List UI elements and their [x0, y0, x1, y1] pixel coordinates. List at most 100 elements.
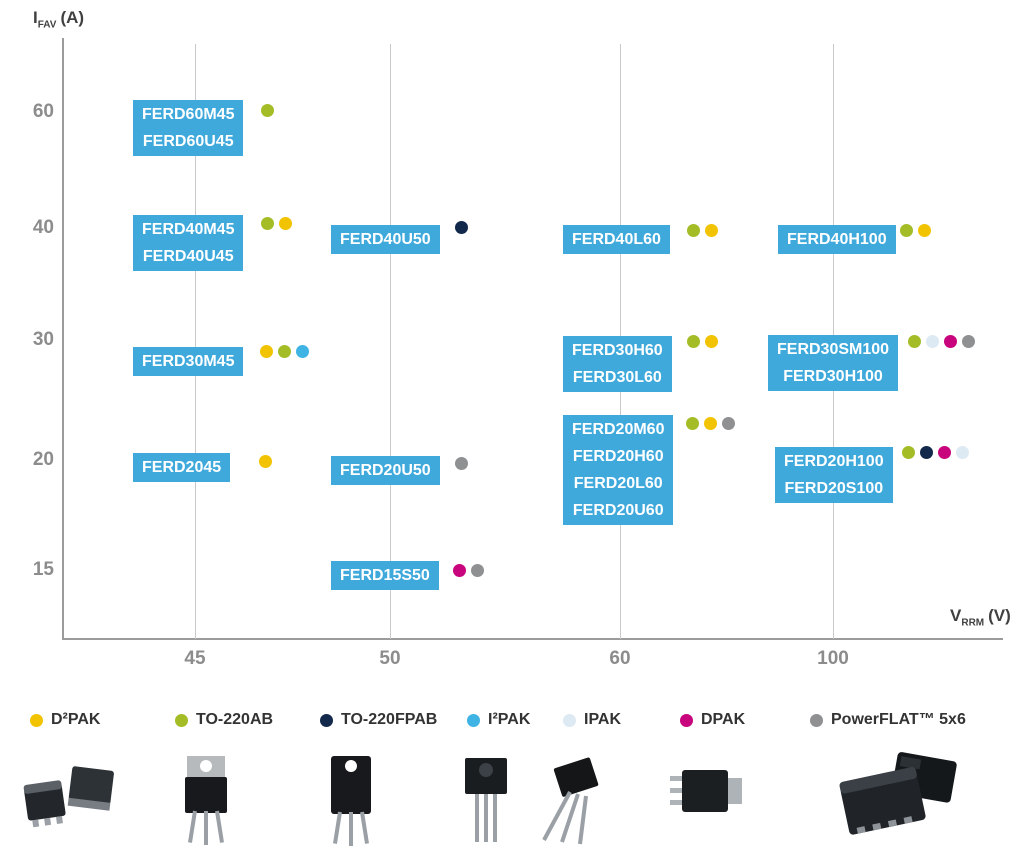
- package-dot-d2pak: [705, 335, 718, 348]
- product-name: FERD30L60: [572, 369, 662, 386]
- i2pak-image: [450, 752, 522, 852]
- y-axis-symbol: I: [33, 8, 38, 27]
- package-dot-d2pak: [705, 224, 718, 237]
- package-dot-to220ab: [261, 104, 274, 117]
- product-box-ferd30h60: FERD30H60 FERD30L60: [563, 336, 672, 392]
- product-box-ferd60m45: FERD60M45 FERD60U45: [133, 100, 244, 156]
- gridline-50: [390, 44, 391, 639]
- legend-item-i2pak: I²PAK: [467, 711, 530, 729]
- package-dot-to220fpab: [920, 446, 933, 459]
- package-dot-to220ab: [687, 335, 700, 348]
- package-dot-to220ab: [686, 417, 699, 430]
- package-dot-ipak: [956, 446, 969, 459]
- x-axis-line: [62, 638, 1003, 640]
- legend-item-dpak: DPAK: [680, 711, 745, 729]
- package-dots: [687, 335, 718, 348]
- product-name: FERD40M45: [142, 221, 235, 238]
- package-dot-to220ab: [278, 345, 291, 358]
- y-tick: 40: [32, 217, 54, 238]
- product-box-ferd30m45: FERD30M45: [133, 347, 244, 376]
- product-name: FERD40U50: [340, 231, 431, 248]
- package-dots: [908, 335, 975, 348]
- package-dots: [455, 457, 468, 470]
- x-axis-symbol: V: [950, 606, 962, 625]
- package-dot-to220ab: [908, 335, 921, 348]
- x-tick: 60: [609, 648, 631, 669]
- product-name: FERD20H60: [572, 448, 664, 465]
- legend-label: DPAK: [701, 711, 746, 728]
- package-dot-dpak: [938, 446, 951, 459]
- package-dot-powerflat: [455, 457, 468, 470]
- product-name: FERD30H60: [572, 342, 663, 359]
- legend-item-d2pak: D²PAK: [30, 711, 100, 729]
- package-dot-ipak: [926, 335, 939, 348]
- legend-label: PowerFLAT™ 5x6: [831, 711, 966, 728]
- legend-label: TO-220FPAB: [341, 711, 438, 728]
- y-tick: 30: [32, 329, 54, 350]
- package-dots: [686, 417, 735, 430]
- product-box-ferd30sm100: FERD30SM100 FERD30H100: [768, 335, 899, 391]
- product-name: FERD30SM100: [777, 341, 890, 358]
- x-axis-unit: (V): [988, 606, 1011, 625]
- package-dot-to220ab: [902, 446, 915, 459]
- legend-label: IPAK: [584, 711, 622, 728]
- product-name: FERD20S100: [784, 480, 884, 497]
- package-dot-ipak: [563, 713, 576, 727]
- package-dot-dpak: [680, 713, 693, 727]
- package-dots: [902, 446, 969, 459]
- powerflat-image: [822, 748, 967, 848]
- to220ab-image: [170, 752, 242, 852]
- package-dots: [260, 345, 309, 358]
- product-name: FERD30H100: [783, 368, 883, 385]
- y-axis-unit: (A): [60, 8, 85, 27]
- product-box-ferd40m45: FERD40M45 FERD40U45: [133, 215, 244, 271]
- package-dots: [900, 224, 931, 237]
- product-name: FERD2045: [142, 459, 222, 476]
- product-name: FERD60M45: [142, 106, 235, 123]
- package-dot-d2pak: [918, 224, 931, 237]
- package-dots: [455, 221, 468, 234]
- x-axis-subscript: RRM: [961, 617, 985, 629]
- product-name: FERD40H100: [787, 231, 887, 248]
- product-box-ferd20h100: FERD20H100 FERD20S100: [775, 447, 893, 503]
- product-name: FERD30M45: [142, 353, 235, 370]
- package-dot-d2pak: [704, 417, 717, 430]
- gridline-45: [195, 44, 196, 639]
- product-box-ferd40h100: FERD40H100: [778, 225, 896, 254]
- legend-item-powerflat: PowerFLAT™ 5x6: [810, 711, 966, 729]
- y-tick: 60: [32, 101, 54, 122]
- y-axis-subscript: FAV: [37, 19, 57, 31]
- package-dots: [261, 217, 292, 230]
- legend-label: I²PAK: [488, 711, 531, 728]
- x-tick: 100: [817, 648, 849, 669]
- package-dot-i2pak: [296, 345, 309, 358]
- y-tick: 20: [32, 449, 54, 470]
- package-dot-to220fpab: [320, 713, 333, 727]
- package-dot-to220ab: [175, 713, 188, 727]
- package-dot-d2pak: [279, 217, 292, 230]
- product-name: FERD20U50: [340, 462, 431, 479]
- product-box-ferd40l60: FERD40L60: [563, 225, 670, 254]
- package-dot-powerflat: [962, 335, 975, 348]
- package-dot-powerflat: [810, 713, 823, 727]
- package-dot-dpak: [944, 335, 957, 348]
- package-dot-d2pak: [30, 713, 43, 727]
- x-axis-label: VRRM(V): [950, 606, 1011, 628]
- y-axis-line: [62, 38, 64, 640]
- legend-label: D²PAK: [51, 711, 101, 728]
- x-tick: 45: [184, 648, 206, 669]
- legend-item-to220ab: TO-220AB: [175, 711, 273, 729]
- x-tick: 50: [379, 648, 401, 669]
- product-name: FERD60U45: [142, 133, 234, 150]
- y-axis-label: IFAV(A): [33, 8, 84, 30]
- d2pak-image: [18, 758, 118, 843]
- package-dots: [261, 104, 274, 117]
- package-dots: [259, 455, 272, 468]
- package-dot-i2pak: [467, 713, 480, 727]
- dpak-image: [662, 758, 752, 843]
- product-name: FERD20L60: [573, 475, 663, 492]
- ipak-image: [532, 752, 617, 852]
- legend-item-ipak: IPAK: [563, 711, 621, 729]
- to220fpab-image: [315, 752, 387, 852]
- package-dot-powerflat: [471, 564, 484, 577]
